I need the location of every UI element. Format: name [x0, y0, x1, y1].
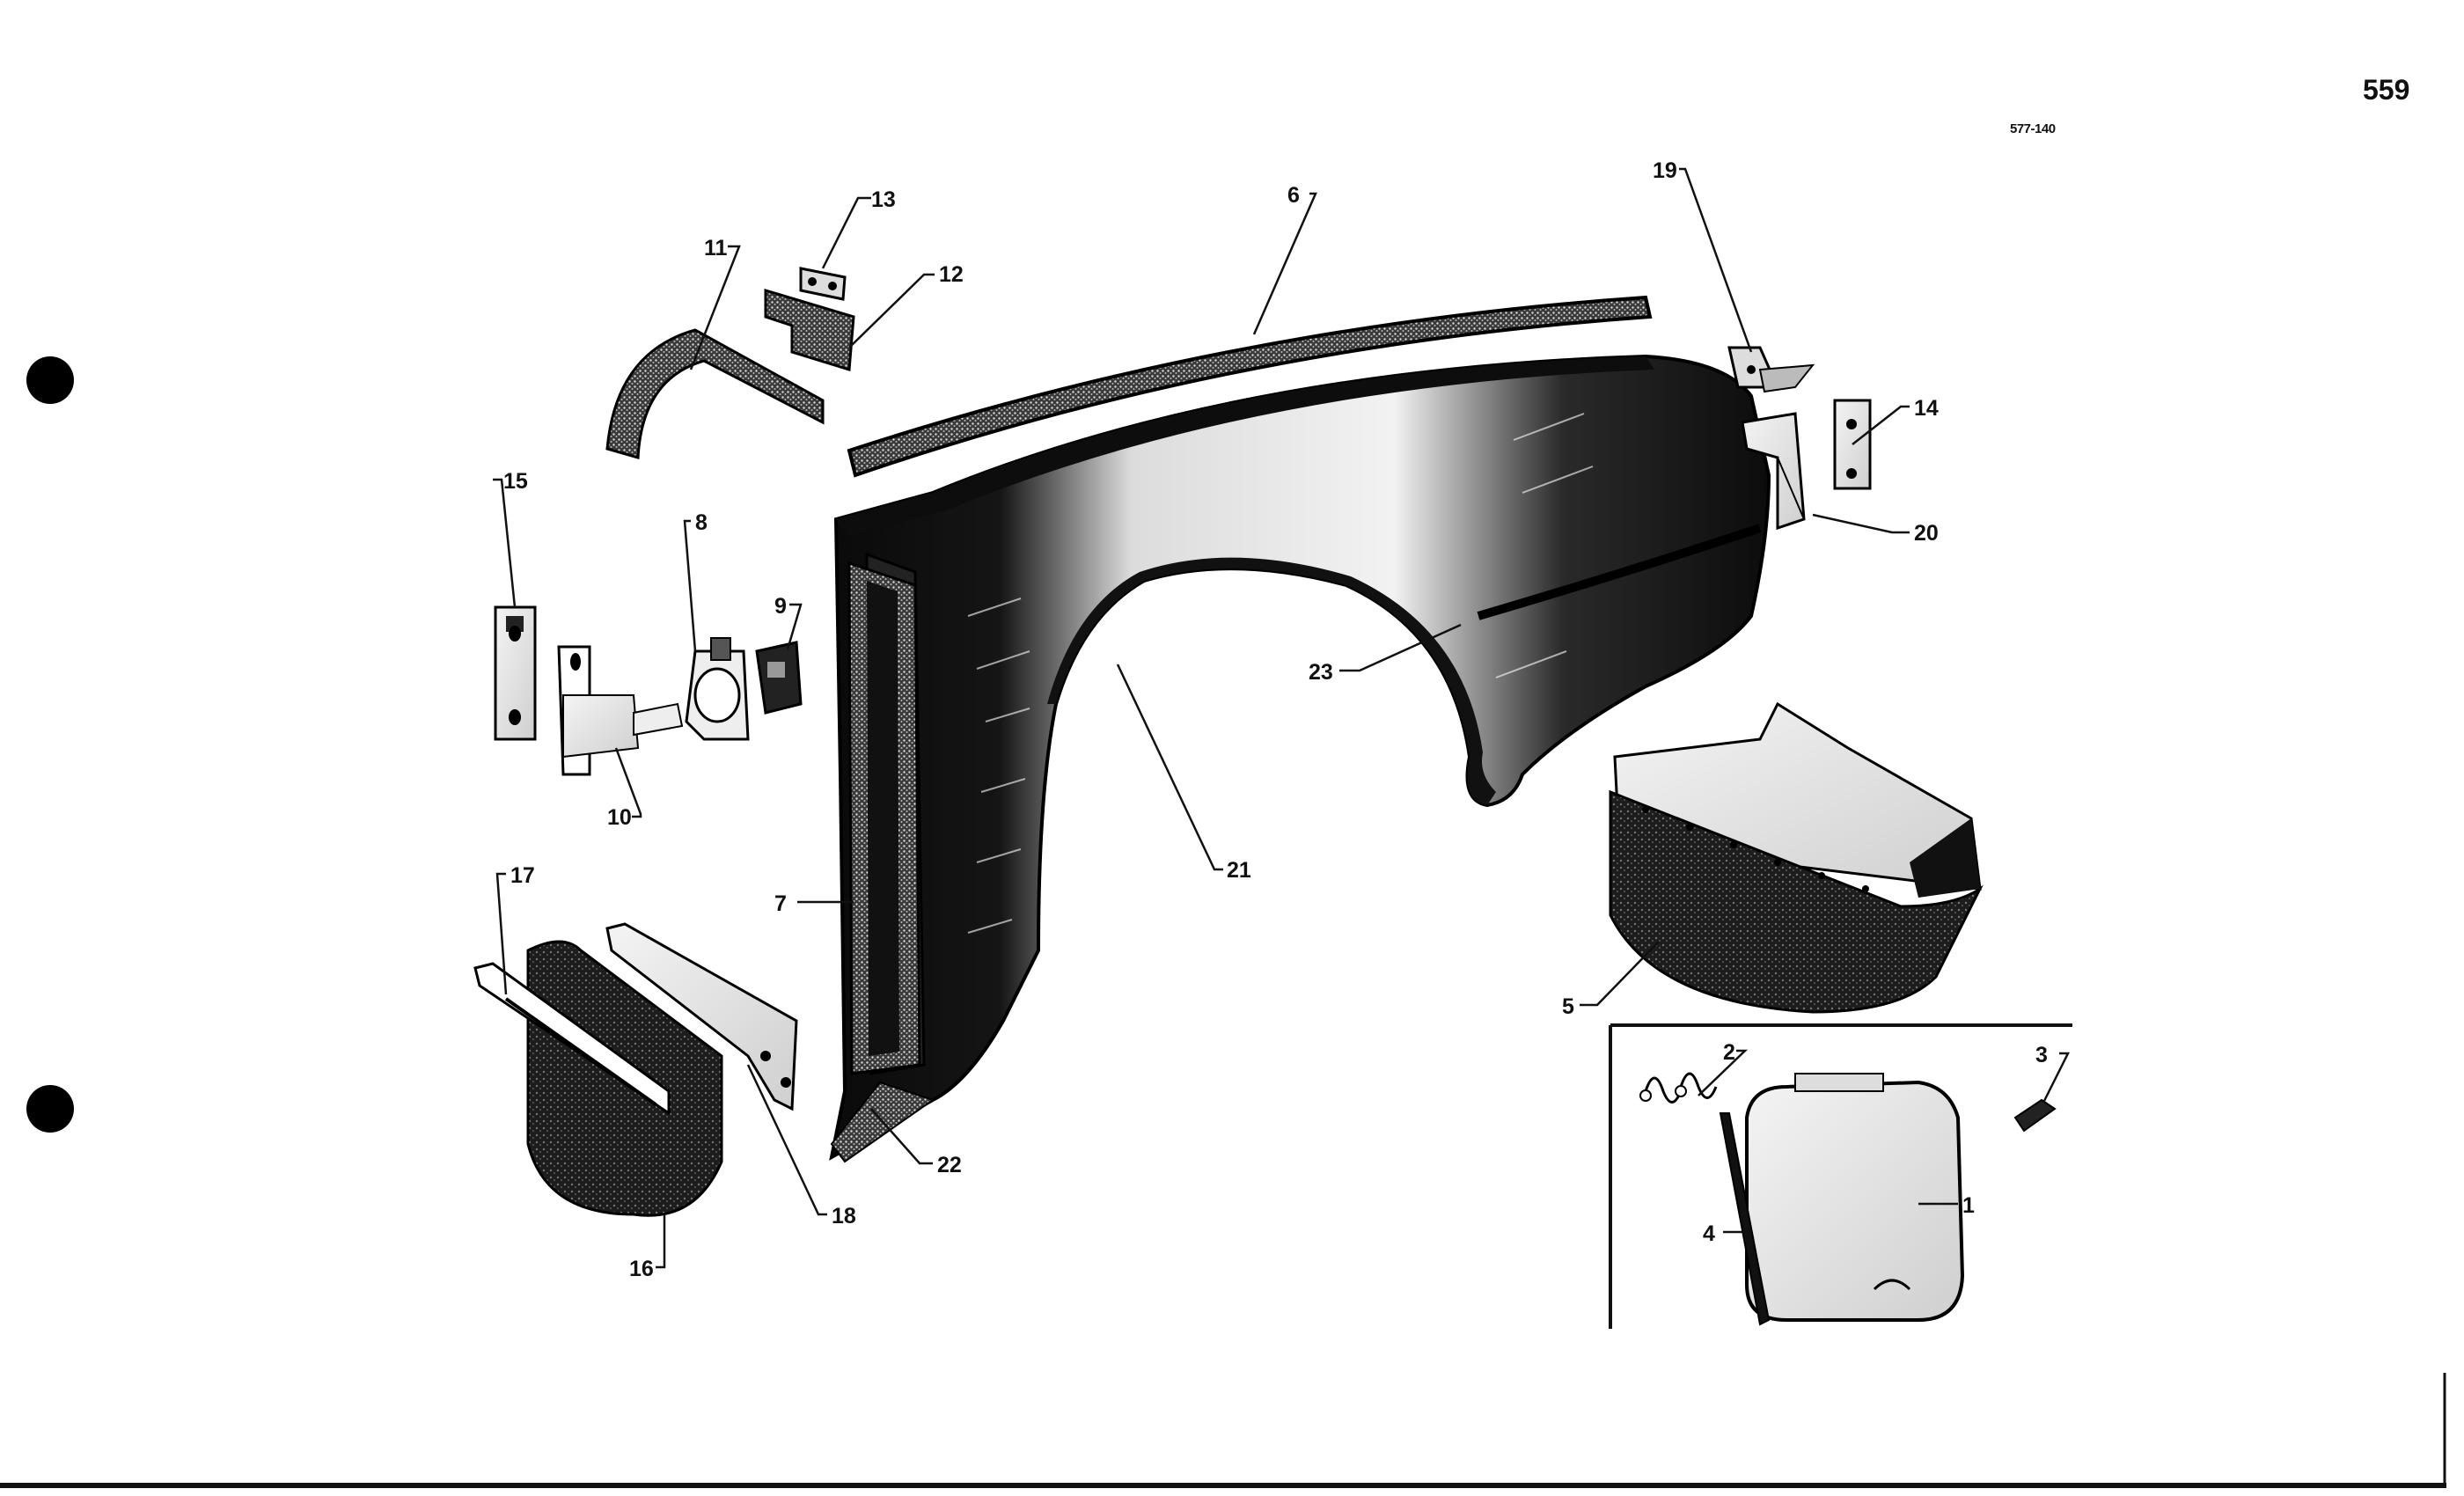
callout-1: 1: [1962, 1193, 1975, 1218]
edge-seal-part-4: [1719, 1112, 1771, 1326]
seal-strip-part-7: [847, 561, 921, 1075]
callout-3: 3: [2035, 1043, 2048, 1067]
spring-clips-part-2: [1639, 1072, 1718, 1104]
callout-20: 20: [1914, 521, 1939, 546]
callout-5: 5: [1562, 994, 1574, 1019]
buffer-part-9: [755, 641, 803, 715]
callout-7: 7: [774, 891, 787, 916]
callout-17: 17: [510, 863, 535, 888]
callout-14: 14: [1914, 396, 1939, 421]
callout-8: 8: [695, 510, 708, 535]
binder-hole-top: [26, 356, 74, 404]
callout-19: 19: [1653, 158, 1677, 183]
callout-4: 4: [1703, 1221, 1715, 1246]
callout-15: 15: [503, 469, 528, 494]
callout-16: 16: [629, 1257, 654, 1281]
callout-11: 11: [704, 236, 728, 260]
bracket-part-15: [494, 605, 537, 741]
binder-hole-bottom: [26, 1085, 74, 1133]
callout-10: 10: [607, 805, 632, 830]
retainer-part-3: [2013, 1098, 2057, 1133]
top-seal-part-6: [847, 295, 1653, 478]
plate-part-13: [799, 267, 847, 301]
cover-panel-part-1: [1745, 1073, 1965, 1322]
mounting-rail-part-17: [473, 962, 671, 1116]
bracket-part-20: [1741, 412, 1806, 531]
callout-2: 2: [1723, 1040, 1735, 1065]
callout-9: 9: [774, 594, 787, 619]
catch-part-8: [685, 637, 750, 741]
arch-seal-part-11: [605, 328, 825, 459]
callout-23: 23: [1309, 660, 1333, 685]
bracket-part-12: [764, 288, 855, 371]
inset-frame: [1609, 1023, 2072, 1329]
bracket-part-19: [1727, 346, 1815, 393]
leader-lines: [493, 167, 2071, 1269]
page-number: 559: [2363, 74, 2410, 106]
callout-21: 21: [1227, 858, 1251, 883]
callout-12: 12: [939, 262, 964, 287]
splash-guard-part-5: [1609, 701, 1984, 1014]
callout-13: 13: [871, 187, 896, 212]
hinge-pin-part-10: [557, 645, 684, 776]
plate-code: 577-140: [2010, 121, 2056, 136]
callout-22: 22: [937, 1153, 962, 1177]
mounting-plate-part-18: [605, 922, 798, 1111]
callout-6: 6: [1287, 183, 1300, 208]
callout-18: 18: [832, 1204, 856, 1228]
